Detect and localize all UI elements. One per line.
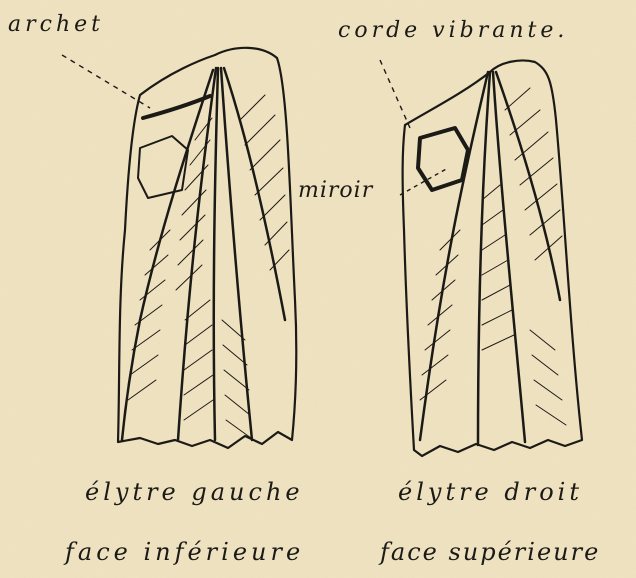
- label-elytre-droit: élytre droit: [398, 478, 583, 506]
- label-miroir: miroir: [298, 178, 373, 203]
- label-face-inferieure: face inférieure: [65, 538, 304, 566]
- label-archet: archet: [8, 12, 104, 37]
- label-elytre-gauche: élytre gauche: [85, 478, 304, 506]
- label-corde-vibrante: corde vibrante.: [338, 18, 568, 43]
- label-face-superieure: face supérieure: [380, 538, 600, 566]
